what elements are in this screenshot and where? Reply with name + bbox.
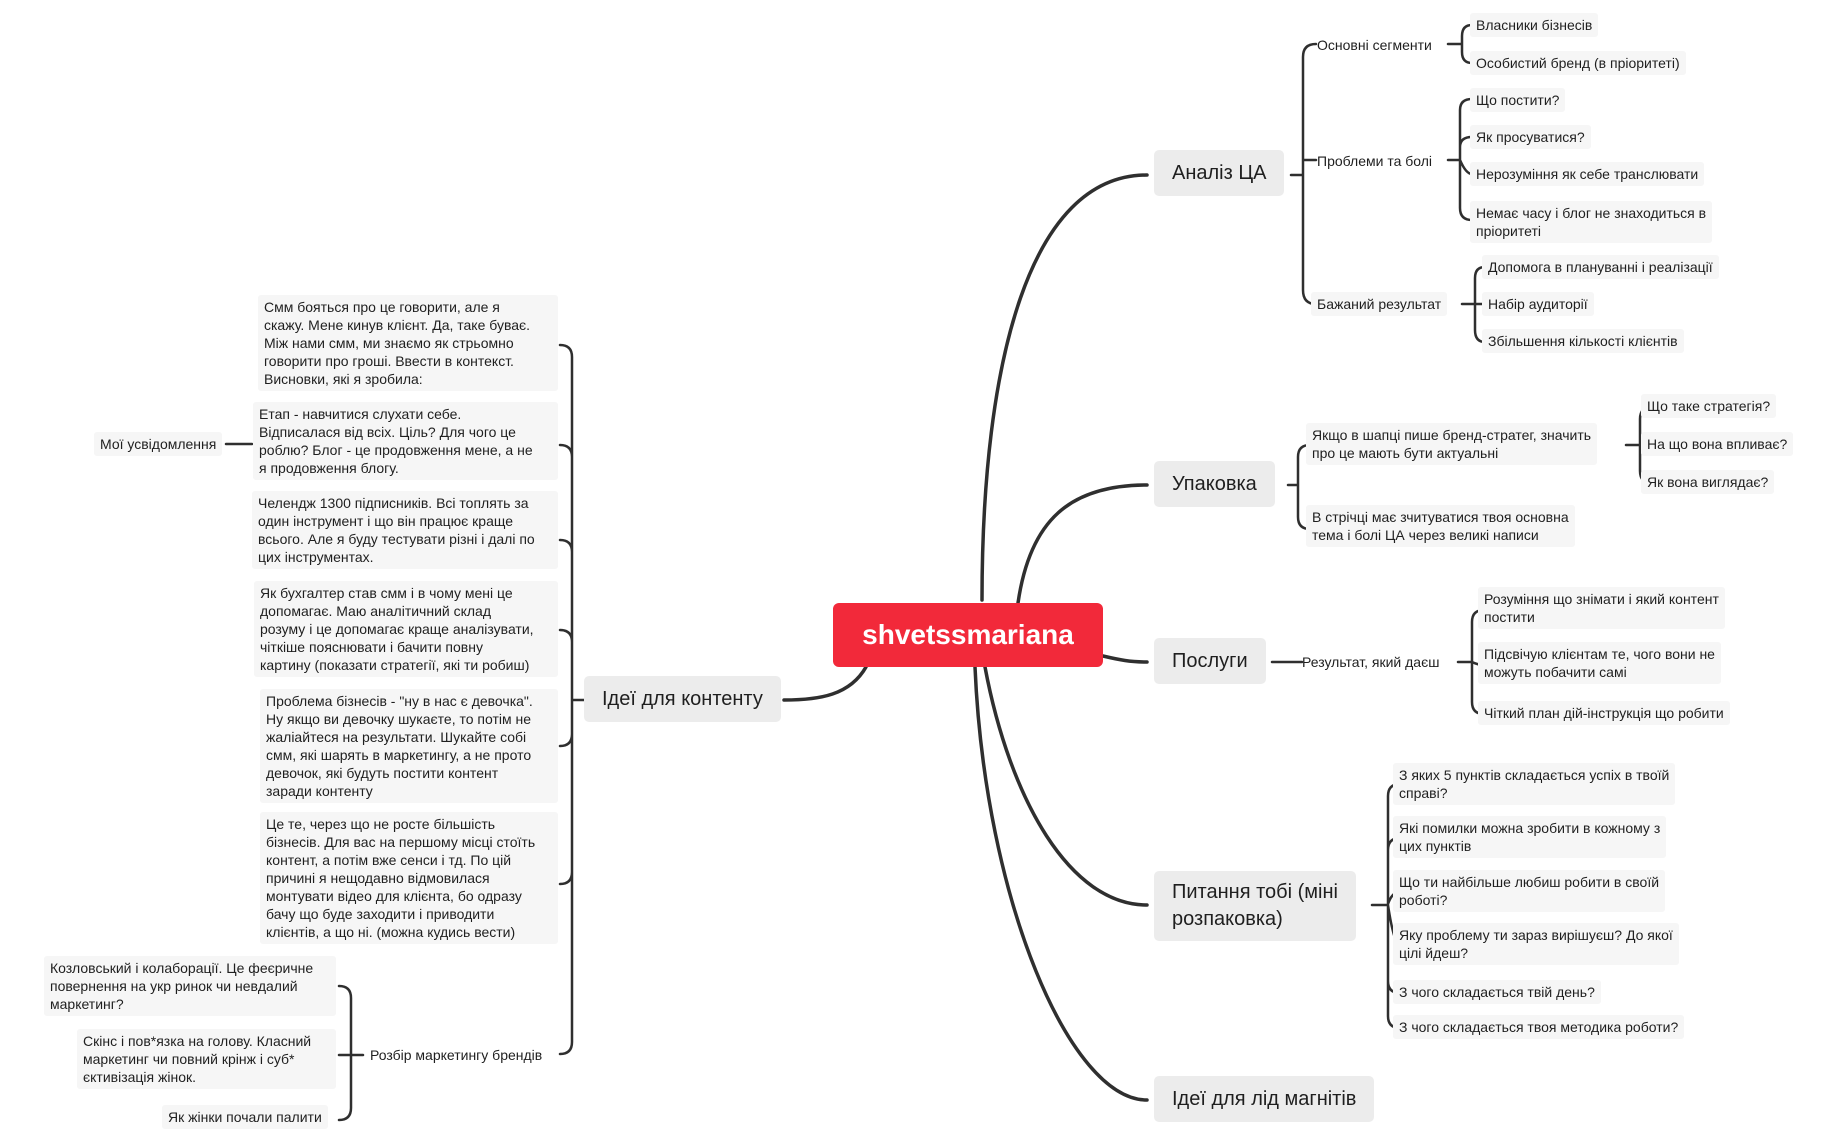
item-result[interactable]: Збільшення кількості клієнтів bbox=[1482, 329, 1684, 353]
link-content bbox=[782, 665, 868, 702]
item-service[interactable]: Чіткий план дій-інструкція що робити bbox=[1478, 701, 1730, 725]
item-brand[interactable]: Козловський і колаборації. Це феєричне п… bbox=[44, 956, 336, 1016]
link-problems bbox=[1446, 97, 1474, 222]
subtopic-desired-result[interactable]: Бажаний результат bbox=[1311, 292, 1448, 316]
item-service[interactable]: Розуміння що знімати і який контент пост… bbox=[1478, 587, 1725, 629]
item-strategy[interactable]: Як вона виглядає? bbox=[1641, 470, 1775, 494]
item-segment[interactable]: Власники бізнесів bbox=[1470, 13, 1599, 37]
link-pytannia bbox=[983, 665, 1149, 907]
subtopic-header[interactable]: Якщо в шапці пише бренд-стратег, значить… bbox=[1306, 423, 1598, 465]
item-problem[interactable]: Як просуватися? bbox=[1470, 125, 1591, 149]
item-brand[interactable]: Як жінки почали палити bbox=[162, 1105, 328, 1129]
subtopic-ribbon[interactable]: В стрічці має зчитуватися твоя основна т… bbox=[1306, 505, 1575, 547]
item-insight[interactable]: Проблема бізнесів - "ну в нас є девочка"… bbox=[260, 689, 558, 803]
item-problem[interactable]: Що постити? bbox=[1470, 88, 1566, 112]
item-result[interactable]: Допомога в плануванні і реалізації bbox=[1482, 255, 1719, 279]
link-segments bbox=[1446, 23, 1474, 65]
item-insight[interactable]: Челендж 1300 підписників. Всі топлять за… bbox=[252, 491, 558, 569]
subtopic-problems[interactable]: Проблеми та болі bbox=[1317, 153, 1433, 169]
link-upakovka bbox=[1016, 483, 1149, 605]
item-result[interactable]: Набір аудиторії bbox=[1482, 292, 1594, 316]
item-insight[interactable]: Це те, через що не росте більшість бізне… bbox=[260, 812, 558, 944]
item-insight[interactable]: Етап - навчитися слухати себе. Відписала… bbox=[253, 402, 558, 480]
topic-lid[interactable]: Ідеї для лід магнітів bbox=[1154, 1076, 1375, 1122]
link-lid bbox=[973, 665, 1149, 1102]
item-insight[interactable]: Як бухгалтер став смм і в чому мені це д… bbox=[254, 581, 558, 677]
subtopic-result[interactable]: Результат, який даєш bbox=[1302, 654, 1440, 670]
subtopic-realizations[interactable]: Мої усвідомлення bbox=[94, 432, 223, 456]
topic-upakovka[interactable]: Упаковка bbox=[1154, 461, 1275, 507]
link-poslugy-items bbox=[1456, 608, 1486, 716]
link-brands bbox=[337, 984, 365, 1122]
item-question[interactable]: Які помилки можна зробити в кожному з ци… bbox=[1393, 816, 1667, 858]
item-question[interactable]: З яких 5 пунктів складається успіх в тво… bbox=[1393, 763, 1676, 805]
item-brand[interactable]: Скінс і пов*язка на голову. Класний марк… bbox=[77, 1029, 336, 1089]
item-question[interactable]: З чого складається твоя методика роботи? bbox=[1393, 1015, 1685, 1039]
item-question[interactable]: Що ти найбільше любиш робити в своїй роб… bbox=[1393, 870, 1666, 912]
item-strategy[interactable]: На що вона впливає? bbox=[1641, 432, 1794, 456]
topic-analiz[interactable]: Аналіз ЦА bbox=[1154, 150, 1285, 196]
topic-poslugy[interactable]: Послуги bbox=[1154, 638, 1266, 684]
item-problem[interactable]: Немає часу і блог не знаходиться в пріор… bbox=[1470, 201, 1713, 243]
topic-pytannia[interactable]: Питання тобі (міні розпаковка) bbox=[1154, 871, 1356, 941]
item-strategy[interactable]: Що таке стратегія? bbox=[1641, 394, 1777, 418]
item-problem[interactable]: Нерозуміння як себе транслювати bbox=[1470, 162, 1705, 186]
root-node[interactable]: shvetssmariana bbox=[833, 603, 1103, 667]
subtopic-segments[interactable]: Основні сегменти bbox=[1317, 37, 1432, 53]
link-analiz bbox=[980, 173, 1149, 602]
item-question[interactable]: З чого складається твій день? bbox=[1393, 980, 1601, 1004]
subtopic-brands[interactable]: Розбір маркетингу брендів bbox=[370, 1047, 543, 1063]
item-segment[interactable]: Особистий бренд (в пріоритеті) bbox=[1470, 51, 1686, 75]
item-question[interactable]: Яку проблему ти зараз вирішуєш? До якої … bbox=[1393, 923, 1679, 965]
link-analiz-brackets bbox=[1289, 42, 1318, 306]
link-result-analiz bbox=[1460, 265, 1487, 344]
item-service[interactable]: Підсвічую клієнтам те, чого вони не можу… bbox=[1478, 642, 1721, 684]
topic-content-ideas[interactable]: Ідеї для контенту bbox=[584, 676, 781, 722]
item-insight[interactable]: Смм бояться про це говорити, але я скажу… bbox=[258, 295, 558, 391]
link-content-brackets bbox=[558, 343, 588, 1056]
link-poslugy bbox=[1101, 654, 1149, 664]
